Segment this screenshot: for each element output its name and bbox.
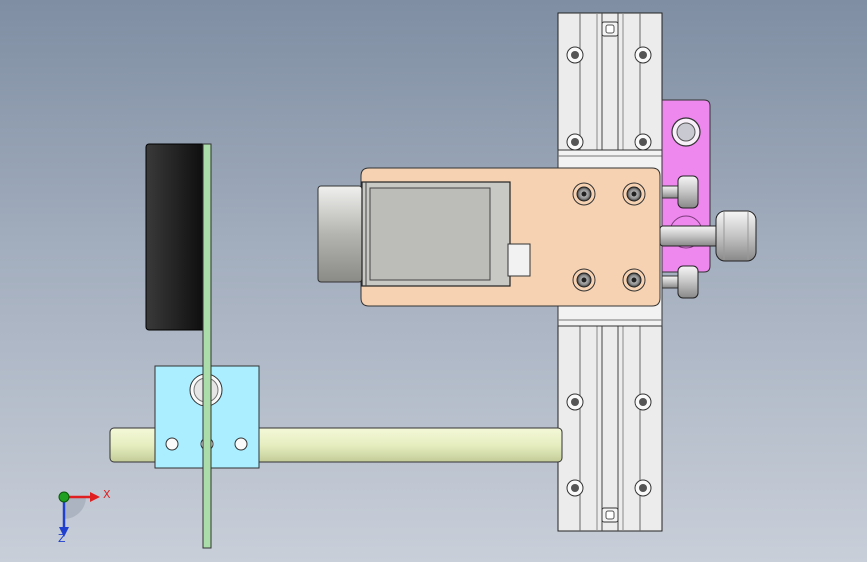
z-axis-label: Z (58, 532, 66, 545)
disc-plate[interactable] (202, 143, 212, 549)
rail-bolt (634, 479, 652, 497)
y-axis-dot (58, 491, 70, 503)
dark-roller[interactable] (145, 143, 207, 331)
thumb-screw-center[interactable] (659, 210, 757, 262)
rail-bolt (566, 479, 584, 497)
industrial-camera[interactable] (317, 181, 531, 287)
rail-bolt (634, 393, 652, 411)
rail-bolt (566, 46, 584, 64)
block-hole (165, 437, 179, 451)
camera-connector (507, 243, 531, 277)
mount-screw (622, 268, 646, 292)
thumb-screw-upper[interactable] (661, 175, 699, 209)
thumb-screw-lower[interactable] (661, 265, 699, 299)
x-axis-label: X (103, 488, 111, 501)
mount-screw (572, 182, 596, 206)
rail-bolt (634, 46, 652, 64)
coordinate-triad: X Z (58, 488, 111, 545)
mount-screw (572, 268, 596, 292)
rail-bolt (566, 393, 584, 411)
block-hole (234, 437, 248, 451)
rail-bolt (566, 133, 584, 151)
rail-bolt (634, 133, 652, 151)
mount-screw (622, 182, 646, 206)
camera-lens (317, 185, 363, 283)
